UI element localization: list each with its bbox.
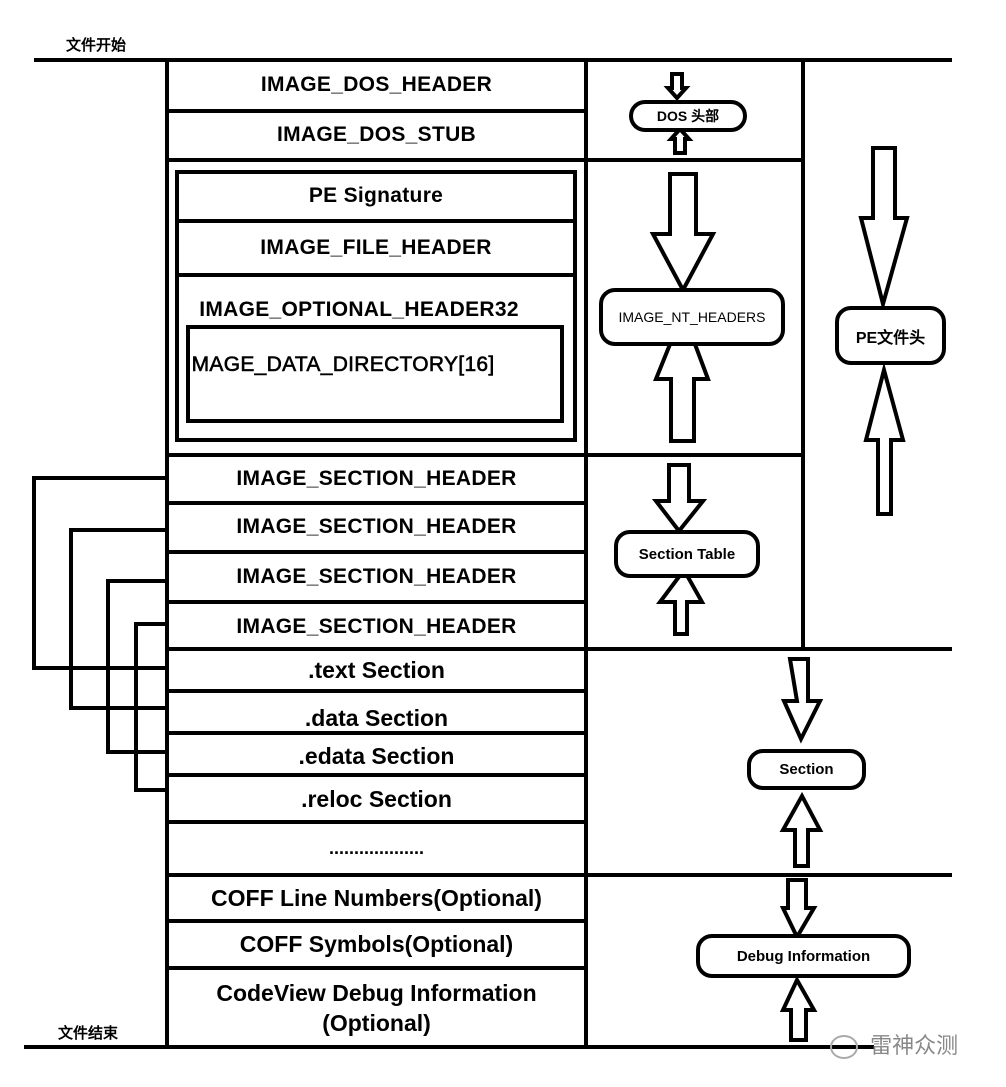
section-row: .reloc Section xyxy=(301,785,452,812)
wechat-icon xyxy=(830,1035,858,1060)
watermark-text: 雷神众测 xyxy=(870,1033,959,1058)
section-table-group-label: Section Table xyxy=(614,530,760,578)
row-divider xyxy=(165,600,585,604)
section-header-row: IMAGE_SECTION_HEADER xyxy=(236,614,517,638)
section-row: .edata Section xyxy=(298,742,455,769)
row-divider xyxy=(165,109,585,113)
file-end-label: 文件结束 xyxy=(58,1025,119,1042)
file-end-line xyxy=(24,1045,874,1049)
pe-up-arrow xyxy=(863,362,906,516)
section-ellipsis-row: ................... xyxy=(328,837,425,858)
dos-header-block: IMAGE_DOS_HEADER xyxy=(260,73,493,97)
row-divider xyxy=(165,873,952,877)
row-divider xyxy=(165,647,952,651)
nt-headers-box xyxy=(175,170,577,442)
dos-stub-block: IMAGE_DOS_STUB xyxy=(276,123,477,147)
row-divider xyxy=(175,273,577,277)
row-divider xyxy=(165,966,585,970)
section-header-row: IMAGE_SECTION_HEADER xyxy=(236,564,517,588)
data-directory-box xyxy=(186,325,564,423)
codeview-block: CodeView Debug Information (Optional) xyxy=(169,972,584,1044)
pe-down-arrow xyxy=(858,146,910,312)
section-group-label: Section xyxy=(747,749,866,790)
coff-symbols-block: COFF Symbols(Optional) xyxy=(239,931,514,958)
section-down-arrow xyxy=(780,657,824,744)
row-divider xyxy=(165,820,585,824)
dos-down-arrow xyxy=(663,72,691,101)
codeview-line2: (Optional) xyxy=(322,1010,431,1036)
column-right-border xyxy=(584,58,588,1048)
debug-up-arrow xyxy=(779,975,818,1042)
dos-group-label: DOS 头部 xyxy=(629,100,747,132)
row-divider xyxy=(165,501,585,505)
section-row: .text Section xyxy=(308,656,445,683)
section-header-row: IMAGE_SECTION_HEADER xyxy=(236,515,517,539)
optional-header-block: IMAGE_OPTIONAL_HEADER32 xyxy=(199,297,519,321)
row-divider xyxy=(165,453,805,457)
section-table-down-arrow xyxy=(651,463,708,535)
watermark: 雷神众测 xyxy=(830,1028,958,1060)
data-directory-block: IMAGE_DATA_DIRECTORY[16] xyxy=(185,352,495,377)
nt-headers-group-label: IMAGE_NT_HEADERS xyxy=(599,288,785,346)
row-divider xyxy=(175,219,577,223)
codeview-line1: CodeView Debug Information xyxy=(216,980,537,1006)
row-divider xyxy=(165,773,585,777)
debug-down-arrow xyxy=(779,878,818,942)
connector-data-section xyxy=(69,528,167,710)
section-row: .data Section xyxy=(304,704,449,731)
row-divider xyxy=(165,158,805,162)
debug-group-label: Debug Information xyxy=(696,934,911,978)
pe-header-group-label: PE文件头 xyxy=(835,306,946,365)
section-header-row: IMAGE_SECTION_HEADER xyxy=(236,466,517,490)
pe-signature-block: PE Signature xyxy=(308,184,444,208)
file-start-line xyxy=(34,58,952,62)
row-divider xyxy=(165,919,585,923)
connector-text-section xyxy=(32,476,167,670)
nt-down-arrow xyxy=(649,172,717,295)
section-table-up-arrow xyxy=(656,566,706,636)
connector-reloc-section xyxy=(134,622,167,792)
section-up-arrow xyxy=(779,791,824,868)
row-divider xyxy=(165,731,585,735)
coff-line-numbers-block: COFF Line Numbers(Optional) xyxy=(211,884,542,911)
dos-up-arrow xyxy=(666,126,694,155)
row-divider xyxy=(165,689,585,693)
row-divider xyxy=(165,550,585,554)
file-header-block: IMAGE_FILE_HEADER xyxy=(260,235,492,259)
pe-group-divider xyxy=(801,58,805,650)
file-start-label: 文件开始 xyxy=(66,37,127,54)
